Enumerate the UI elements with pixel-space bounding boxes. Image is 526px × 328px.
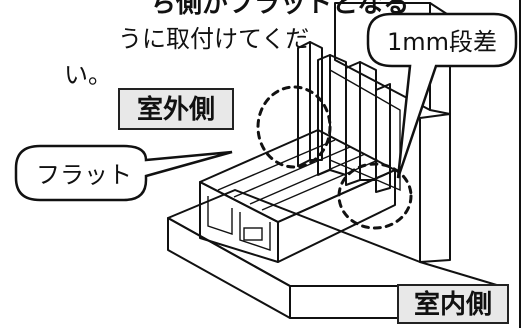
- indoor-label-text: 室内側: [414, 289, 492, 320]
- outdoor-label: 室外側: [118, 88, 234, 130]
- outdoor-label-text: 室外側: [137, 94, 215, 125]
- flat-callout-text: フラット: [36, 161, 132, 189]
- flat-callout: フラット: [14, 144, 233, 202]
- step-callout: 1mm段差: [366, 12, 518, 179]
- outdoor-highlight-circle: [256, 85, 332, 169]
- indoor-label: 室内側: [397, 284, 509, 324]
- instruction-line-1: ち側がフラットとなる: [150, 0, 409, 19]
- instruction-line-2: うに取付けてくだ: [118, 25, 309, 53]
- indoor-highlight-circle: [337, 162, 413, 230]
- step-callout-text: 1mm段差: [387, 28, 497, 56]
- instruction-line-3: い。: [64, 61, 112, 89]
